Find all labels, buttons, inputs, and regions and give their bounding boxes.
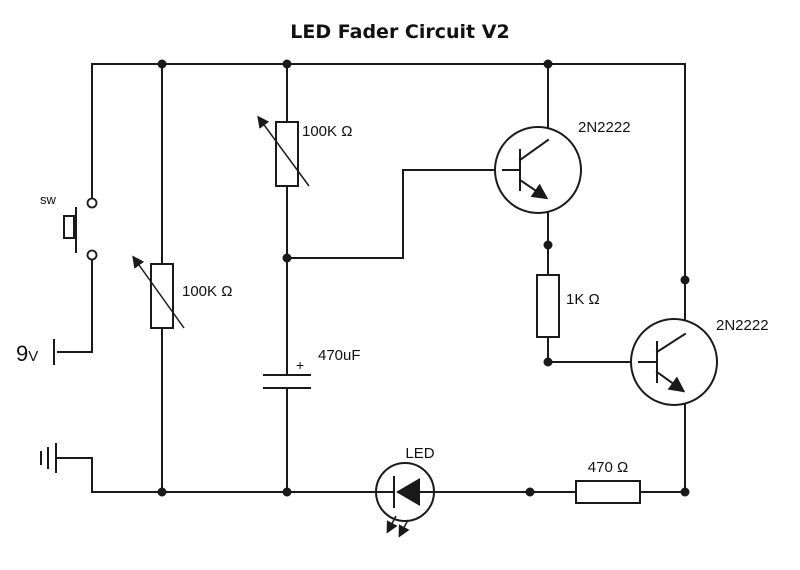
diagram-title: LED Fader Circuit V2 — [290, 21, 509, 43]
led-symbol — [375, 462, 435, 538]
pot-left-label: 100K Ω — [182, 283, 232, 300]
pot-middle-label: 100K Ω — [302, 123, 352, 140]
resistor-470 — [575, 480, 641, 504]
junction-dot — [282, 487, 292, 497]
capacitor-polarity: + — [296, 357, 304, 373]
capacitor-label: 470uF — [318, 347, 361, 364]
led-label: LED — [405, 445, 434, 462]
capacitor-symbol — [263, 374, 311, 389]
junction-dot — [543, 357, 553, 367]
junction-dot — [157, 487, 167, 497]
wires — [57, 63, 686, 493]
resistor-470-label: 470 Ω — [588, 459, 628, 476]
push-switch — [63, 197, 98, 261]
transistor-top-label: 2N2222 — [578, 119, 631, 136]
wire-switch-to-battery — [57, 257, 93, 353]
junction-dot — [282, 59, 292, 69]
wire-ground-rail — [91, 457, 686, 493]
resistor-1k — [536, 274, 560, 338]
junction-dot — [282, 253, 292, 263]
transistor-top — [494, 126, 582, 214]
wire-to-top-base — [286, 169, 504, 259]
potentiometer-middle — [257, 115, 310, 187]
battery-label: 9V — [16, 341, 38, 366]
junction-dot — [157, 59, 167, 69]
transistor-bottom-label: 2N2222 — [716, 317, 769, 334]
junction-dot — [680, 275, 690, 285]
junction-dot — [543, 59, 553, 69]
junction-dot — [543, 240, 553, 250]
transistor-bottom — [630, 318, 718, 406]
potentiometer-left — [132, 255, 185, 329]
resistor-1k-label: 1K Ω — [566, 291, 600, 308]
ground-symbol — [40, 443, 93, 473]
junction-dot — [680, 487, 690, 497]
switch-label: sw — [40, 192, 57, 207]
wire-top-emitter — [547, 199, 640, 363]
junction-dot — [525, 487, 535, 497]
junctions — [157, 59, 690, 497]
